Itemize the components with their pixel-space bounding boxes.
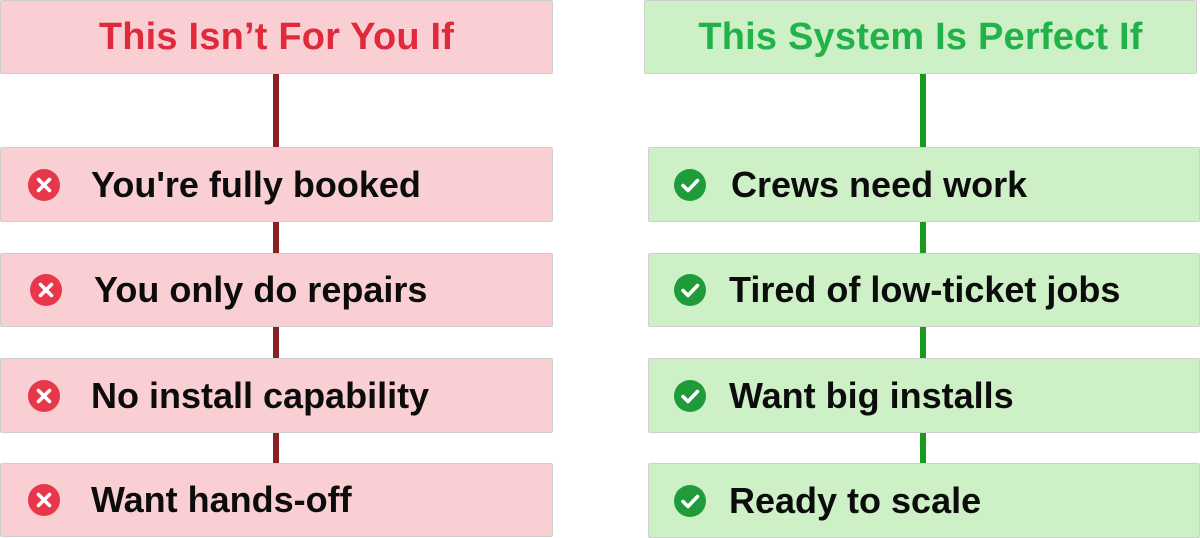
right-item-label: Tired of low-ticket jobs (729, 269, 1121, 310)
x-circle-icon (28, 379, 60, 412)
right-item-1: Crews need work (648, 147, 1200, 222)
left-item-label: Want hands-off (91, 479, 352, 520)
left-item-3: No install capability (0, 358, 553, 433)
right-item-label: Want big installs (729, 374, 1014, 416)
left-item-1: You're fully booked (0, 147, 553, 222)
check-circle-icon (674, 274, 706, 306)
right-item-4: Ready to scale (648, 463, 1200, 538)
left-item-label: No install capability (91, 374, 430, 416)
left-item-label: You only do repairs (94, 269, 428, 310)
right-item-label: Crews need work (731, 163, 1028, 205)
right-item-2: Tired of low-ticket jobs (648, 253, 1200, 327)
x-circle-icon (28, 484, 60, 516)
right-item-label: Ready to scale (729, 479, 982, 521)
check-circle-icon (674, 484, 706, 517)
right-column-title: This System Is Perfect If (698, 15, 1143, 58)
check-circle-icon (674, 379, 706, 412)
left-item-label: You're fully booked (91, 163, 421, 205)
left-item-4: Want hands-off (0, 463, 553, 537)
x-circle-icon (28, 168, 60, 201)
check-circle-icon (674, 168, 706, 201)
right-item-3: Want big installs (648, 358, 1200, 433)
left-column-title: This Isn’t For You If (98, 15, 455, 58)
right-column-header: This System Is Perfect If (644, 0, 1197, 74)
left-item-2: You only do repairs (0, 253, 553, 327)
left-column-header: This Isn’t For You If (0, 0, 553, 74)
x-circle-icon (30, 274, 62, 306)
